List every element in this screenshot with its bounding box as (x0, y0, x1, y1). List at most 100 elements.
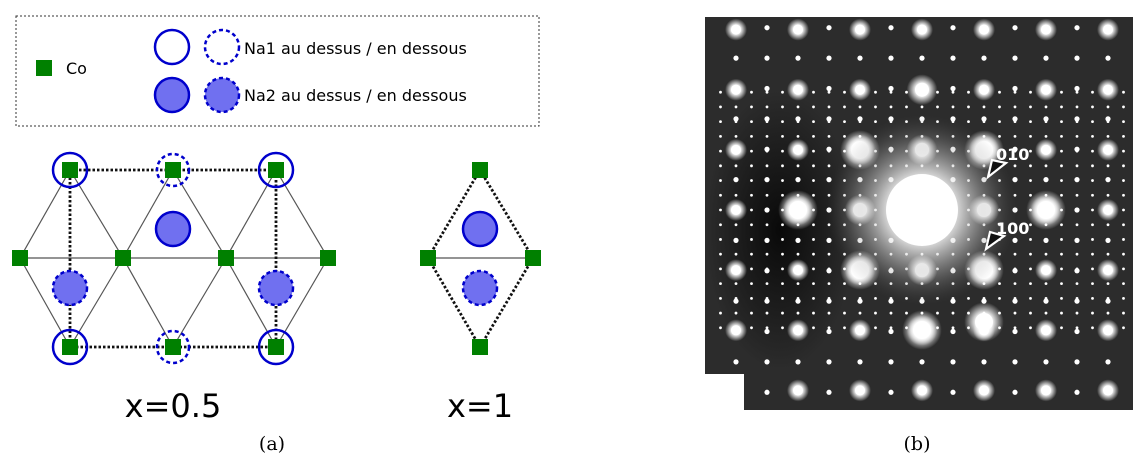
diffraction-spot (1012, 298, 1018, 304)
diffraction-spot (1122, 267, 1125, 271)
diffraction-spot (1074, 207, 1080, 213)
diffraction-spot (731, 325, 741, 336)
diffraction-spot (1029, 193, 1032, 197)
diffraction-spot (734, 282, 738, 286)
diffraction-spot (1012, 146, 1018, 152)
diffraction-spot (793, 385, 803, 396)
diffraction-spot (750, 326, 753, 330)
diffraction-spot (764, 207, 770, 213)
diffraction-spot (764, 328, 770, 335)
diffraction-spot (979, 385, 989, 396)
diffraction-spot (827, 164, 831, 168)
diffraction-spot (1105, 359, 1111, 365)
diffraction-spot (1013, 105, 1017, 109)
diffraction-spot (843, 105, 846, 109)
diffraction-spot (1122, 238, 1125, 241)
diffraction-spot (719, 208, 722, 212)
co-atom (320, 250, 336, 266)
diffraction-spot (781, 179, 784, 182)
diffraction-spot (1122, 208, 1125, 212)
diffraction-spot (1060, 105, 1063, 109)
structure-x1: x=1 (420, 162, 541, 425)
diffraction-spot (936, 105, 939, 109)
diffraction-spot (750, 90, 753, 94)
diffraction-spot (1091, 193, 1094, 197)
diffraction-spot (719, 223, 722, 227)
diffraction-spot (795, 298, 801, 304)
diffraction-spot (1103, 325, 1113, 336)
diffraction-spot (889, 90, 893, 94)
diffraction-spot (781, 238, 784, 241)
diffraction-spot (843, 90, 846, 94)
co-atom (218, 250, 234, 266)
diffraction-spot (826, 146, 832, 152)
diffraction-spot (843, 296, 846, 300)
diffraction-spot (826, 55, 832, 61)
diffraction-spot (1012, 25, 1018, 31)
diffraction-spot (764, 359, 770, 365)
diffraction-spot (888, 328, 894, 335)
diffraction-spot (1091, 282, 1094, 286)
panel-a: Co Na1 au dessus / en dessous Na2 au des… (12, 15, 541, 455)
diffraction-spot (1122, 164, 1125, 168)
diffraction-spot (750, 296, 753, 300)
diffraction-spot (781, 164, 784, 168)
diffraction-spot (796, 311, 800, 315)
diffraction-spot (1060, 223, 1063, 227)
diffraction-spot (1103, 265, 1113, 276)
na2-below-atom (51, 269, 89, 307)
diffraction-spot (1074, 268, 1080, 274)
diffraction-spot (826, 389, 832, 395)
diffraction-spot (913, 321, 931, 339)
diffraction-spot (781, 223, 784, 227)
diffraction-spot (750, 267, 753, 271)
diffraction-spot (1103, 205, 1113, 215)
diffraction-spot (981, 359, 987, 365)
diffraction-spot (1091, 134, 1094, 138)
diffraction-spot (750, 282, 753, 286)
diffraction-spot (888, 389, 894, 395)
x05-label: x=0.5 (125, 387, 222, 425)
diffraction-spot (719, 149, 722, 153)
diffraction-spot (1043, 116, 1049, 122)
diffraction-spot (796, 282, 800, 286)
diffraction-spot (1122, 326, 1125, 330)
diffraction-spot (795, 55, 801, 61)
diffraction-spot (981, 55, 987, 61)
diffraction-spot (765, 326, 769, 330)
diffraction-spot (765, 105, 769, 109)
diffraction-spot (764, 85, 770, 92)
diffraction-spot (1106, 282, 1110, 286)
co-atom (165, 162, 181, 178)
na1-legend-label: Na1 au dessus / en dessous (244, 39, 467, 58)
diffraction-spot (1041, 144, 1051, 155)
diffraction-spot (734, 134, 738, 138)
diffraction-spot (843, 120, 846, 124)
diffraction-spot (1122, 193, 1125, 197)
co-legend-symbol (36, 60, 52, 76)
co-atom (268, 339, 284, 355)
diffraction-spot (750, 179, 753, 182)
na2-below-atom (461, 269, 499, 307)
diffraction-spot (1060, 90, 1063, 94)
diffraction-spot (1012, 328, 1018, 335)
diffraction-spot (733, 116, 739, 122)
diffraction-spot (858, 105, 862, 109)
diffraction-spot (764, 146, 770, 152)
diffraction-spot (1106, 311, 1110, 315)
label-010: 010 (996, 145, 1029, 164)
diffraction-spot (979, 84, 989, 95)
diffraction-spot (731, 144, 741, 155)
diffraction-spot (1075, 223, 1079, 227)
diffraction-spot (1105, 55, 1111, 61)
diffraction-spot (781, 296, 784, 300)
diffraction-spot (793, 24, 803, 35)
diffraction-spot (750, 105, 753, 109)
diffraction-spot (1074, 85, 1080, 92)
diffraction-spot (734, 223, 738, 227)
diffraction-spot (1041, 325, 1051, 336)
diffraction-spot (1105, 237, 1111, 243)
diffraction-spot (719, 311, 722, 315)
diffraction-spot (843, 326, 846, 330)
diffraction-spot (765, 193, 769, 197)
